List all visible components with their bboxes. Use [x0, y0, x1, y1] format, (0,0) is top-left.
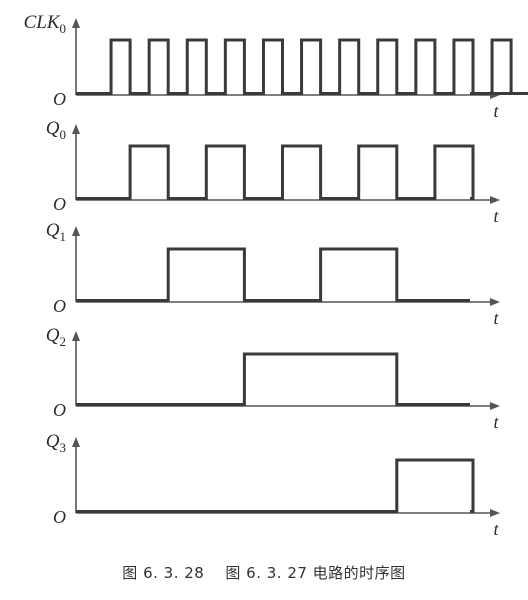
x-axis-arrow: [490, 402, 500, 410]
signal-label-subscript: 2: [60, 334, 67, 349]
y-axis-arrow: [72, 226, 80, 236]
signal-label-subscript: 3: [60, 440, 67, 455]
waveform: [76, 247, 470, 302]
x-axis-arrow: [490, 196, 500, 204]
y-axis-arrow: [72, 331, 80, 341]
signal-label: CLK0: [24, 12, 66, 36]
waveform: [76, 352, 470, 406]
signal-label-subscript: 0: [60, 21, 67, 36]
origin-label: O: [53, 89, 66, 109]
y-axis-arrow: [72, 18, 80, 28]
caption-text: 图 6. 3. 27 电路的时序图: [225, 564, 406, 582]
x-axis-label: t: [493, 308, 499, 328]
x-axis-label: t: [493, 206, 499, 226]
waveform: [76, 38, 528, 95]
figure-caption: 图 6. 3. 28 图 6. 3. 27 电路的时序图: [0, 562, 528, 583]
signal-label-subscript: 0: [60, 127, 67, 142]
signal-label: Q3: [46, 431, 66, 455]
origin-label: O: [53, 400, 66, 420]
waveform: [76, 458, 475, 513]
origin-label: O: [53, 194, 66, 214]
x-axis-arrow: [490, 298, 500, 306]
origin-label: O: [53, 296, 66, 316]
x-axis-label: t: [493, 101, 499, 121]
origin-label: O: [53, 507, 66, 527]
signal-label-subscript: 1: [60, 229, 67, 244]
waveform: [76, 144, 475, 200]
y-axis-arrow: [72, 437, 80, 447]
x-axis-label: t: [493, 412, 499, 432]
x-axis-label: t: [493, 519, 499, 539]
signal-label: Q0: [46, 118, 66, 142]
signal-label: Q2: [46, 325, 66, 349]
y-axis-arrow: [72, 124, 80, 134]
signal-label: Q1: [46, 220, 66, 244]
x-axis-arrow: [490, 509, 500, 517]
caption-figure-number: 图 6. 3. 28: [122, 564, 205, 582]
